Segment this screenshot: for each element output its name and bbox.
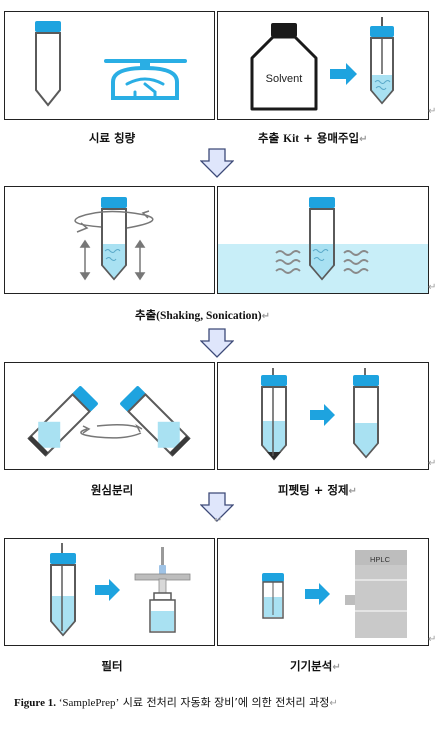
pipetting-illustration (261, 368, 379, 461)
sample-weighing-illustration (35, 21, 187, 107)
figure-caption: Figure 1. ‘SamplePrep’ 시료 전처리 자동화 장비’에 의… (14, 696, 338, 709)
liquid-fill (355, 423, 377, 456)
tube-cap-icon (50, 553, 76, 564)
solvent-label: Solvent (266, 73, 303, 85)
hplc-label: HPLC (370, 555, 391, 564)
paragraph-mark: ↵ (214, 515, 223, 526)
paragraph-mark: ↵ (428, 458, 437, 469)
pellet (267, 452, 281, 460)
centrifuge-illustration (27, 386, 191, 457)
down-arrow-icon (200, 328, 234, 358)
liquid-fill (52, 596, 74, 634)
vertical-shake-arrow-icon (79, 239, 146, 281)
paragraph-mark: ↵ (428, 282, 437, 293)
caption-centrifugation: 원심분리 (90, 483, 134, 497)
sample-particles-icon (104, 249, 121, 261)
hplc-instrument-icon (345, 550, 407, 638)
paragraph-mark: ↵ (428, 634, 437, 645)
caption-extraction: 추출(Shaking, Sonication)↵ (135, 308, 271, 322)
panel-pipetting (217, 362, 429, 470)
figure-label: Figure 1. (14, 697, 56, 709)
rotation-arrow-icon (74, 210, 154, 229)
right-arrow-icon (330, 63, 357, 85)
panel-kit-solvent-injection: Solvent (217, 11, 429, 120)
caption-pipetting-purification: 피펫팅 + 정제↵ (278, 483, 357, 497)
kit-label: Kit (283, 133, 300, 145)
sample-particles-icon (374, 80, 391, 90)
right-arrow-icon (310, 404, 335, 426)
sound-wave-icon (275, 250, 369, 274)
panel-centrifuge (4, 362, 215, 470)
tube-cap-icon (35, 21, 61, 32)
liquid-fill (157, 421, 180, 448)
vial-icon (149, 592, 176, 633)
down-arrow-icon (200, 148, 234, 178)
pellet (28, 435, 49, 456)
panel-shaking (4, 186, 215, 294)
tube-cap-icon (353, 375, 379, 386)
caption-sample-weighing: 시료 칭량 (88, 131, 136, 145)
liquid-fill (38, 421, 61, 448)
scale-icon (104, 59, 187, 100)
sample-particles-icon (312, 249, 329, 261)
solvent-bottle-icon (250, 35, 318, 111)
right-arrow-icon (305, 583, 330, 605)
caption-filter: 필터 (101, 659, 123, 673)
liquid-fill (103, 244, 125, 278)
panel-sample-weighing (4, 11, 215, 120)
sonication-illustration (218, 197, 428, 293)
filtering-illustration (50, 543, 191, 637)
caption-instrument-analysis: 기기분석↵ (290, 659, 341, 673)
liquid-fill (151, 611, 174, 631)
instrument-analysis-illustration: HPLC (262, 550, 407, 638)
figure-caption-text: 시료 전처리 자동화 장비’에 의한 전처리 과정 (119, 696, 330, 709)
syringe-filter-icon (134, 547, 191, 594)
pellet (169, 435, 190, 456)
tube-cap-icon (309, 197, 335, 208)
tube-cap-icon (370, 26, 394, 37)
solvent-injection-illustration: Solvent (250, 17, 394, 111)
tube-cap-icon (120, 386, 146, 412)
tube-cap-icon (72, 386, 98, 412)
equipment-name: SamplePrep (62, 697, 116, 709)
rotation-arrow-icon (80, 423, 142, 439)
right-arrow-icon (95, 579, 120, 601)
tube-cap-icon (262, 573, 284, 582)
empty-tube-icon (35, 32, 61, 107)
shaking-illustration (74, 197, 154, 281)
bottle-cap-icon (271, 23, 297, 37)
paragraph-mark: ↵ (428, 106, 437, 117)
tube-cap-icon (101, 197, 127, 208)
down-arrow-icon (200, 492, 234, 522)
panel-sonication (217, 186, 429, 294)
liquid-fill (311, 244, 333, 278)
caption-kit-solvent-injection: 추출 Kit + 용매주입↵ (258, 131, 368, 145)
liquid-fill (263, 421, 285, 458)
tube-cap-icon (261, 375, 287, 386)
panel-instrument-analysis: HPLC (217, 538, 429, 646)
panel-filtering (4, 538, 215, 646)
